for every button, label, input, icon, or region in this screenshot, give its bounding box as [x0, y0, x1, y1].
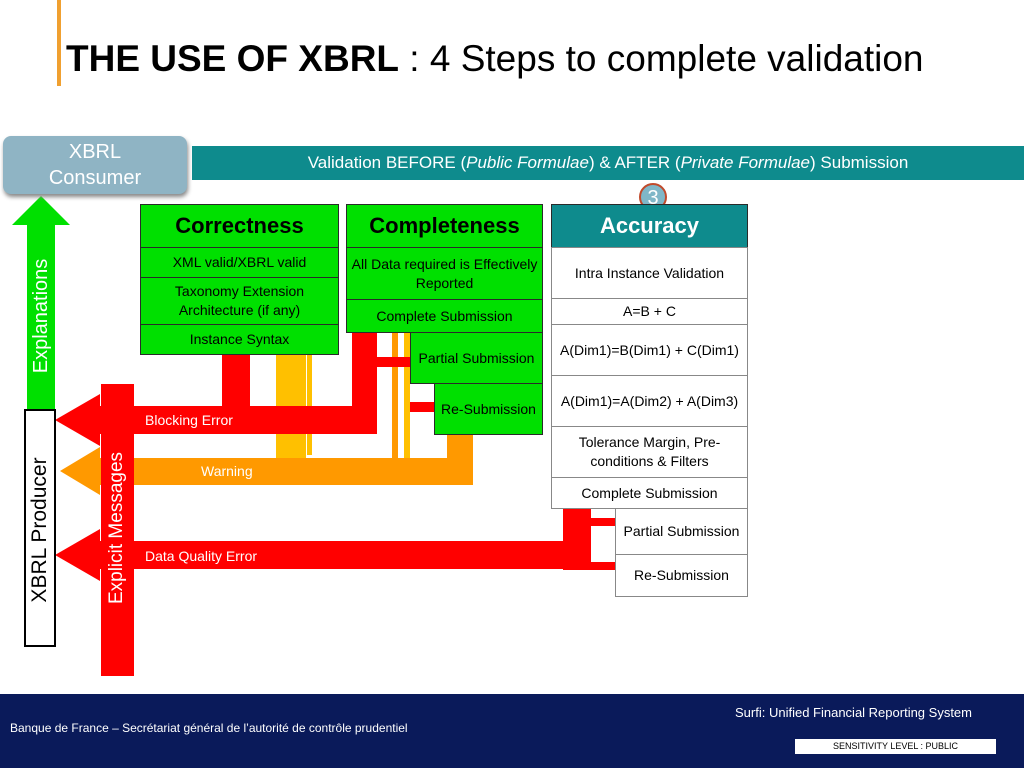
accuracy-item: Complete Submission	[551, 477, 748, 509]
accuracy-item: Re-Submission	[615, 554, 748, 597]
orange-line-2	[404, 332, 410, 460]
yellow-line-1	[307, 355, 312, 455]
accuracy-resub-link	[591, 562, 616, 570]
xbrl-producer-label: XBRL Producer	[28, 457, 51, 603]
flow-diagram	[12, 196, 616, 676]
explanations-label: Explanations	[30, 258, 52, 374]
correctness-header: Correctness	[140, 204, 339, 248]
accuracy-item: Intra Instance Validation	[551, 247, 748, 299]
quality-arrowhead	[55, 529, 100, 581]
explicit-messages-label: Explicit Messages	[106, 451, 127, 605]
explanations-shaft	[27, 222, 55, 412]
resub-red-link	[410, 402, 435, 412]
warning-arrowhead	[60, 447, 100, 495]
accuracy-item: A(Dim1)=B(Dim1) + C(Dim1)	[551, 324, 748, 376]
accuracy-item: Tolerance Margin, Pre-conditions & Filte…	[551, 426, 748, 478]
xbrl-producer-box: XBRL Producer	[24, 409, 56, 647]
warning-label: Warning	[201, 463, 253, 479]
accuracy-item: A(Dim1)=A(Dim2) + A(Dim3)	[551, 375, 748, 427]
orange-line-1	[392, 332, 398, 460]
correctness-item: Taxonomy Extension Architecture (if any)	[140, 277, 339, 325]
quality-shaft	[95, 541, 591, 569]
data-quality-error-label: Data Quality Error	[145, 548, 258, 564]
accuracy-item: Partial Submission	[615, 508, 748, 555]
explanations-label-box: Explanations	[27, 222, 55, 412]
page-title: THE USE OF XBRL : 4 Steps to complete va…	[66, 38, 924, 79]
explanations-arrowhead	[12, 196, 70, 225]
footer-bar	[0, 694, 1024, 768]
validation-banner: Validation BEFORE (Public Formulae) & AF…	[192, 146, 1024, 180]
blocking-error-label: Blocking Error	[145, 412, 233, 428]
blocking-shaft	[95, 406, 377, 434]
title-accent-bar	[57, 0, 61, 86]
correctness-item: XML valid/XBRL valid	[140, 247, 339, 278]
correctness-item: Instance Syntax	[140, 324, 339, 355]
accuracy-header: Accuracy	[551, 204, 748, 248]
partial-red-link	[377, 357, 411, 367]
completeness-item: Partial Submission	[410, 332, 543, 384]
footer-organization: Banque de France – Secrétariat général d…	[10, 721, 408, 735]
completeness-item: All Data required is Effectively Reporte…	[346, 247, 543, 300]
completeness-header: Completeness	[346, 204, 543, 248]
footer-system-name: Surfi: Unified Financial Reporting Syste…	[735, 705, 972, 720]
completeness-item: Re-Submission	[434, 383, 543, 435]
accuracy-item: A=B + C	[551, 298, 748, 325]
accuracy-partial-link	[591, 518, 616, 526]
warning-shaft	[95, 458, 473, 485]
completeness-item: Complete Submission	[346, 299, 543, 333]
explicit-messages-column	[101, 384, 134, 676]
sensitivity-level-badge: SENSITIVITY LEVEL : PUBLIC	[795, 739, 996, 754]
blocking-arrowhead	[55, 394, 100, 446]
